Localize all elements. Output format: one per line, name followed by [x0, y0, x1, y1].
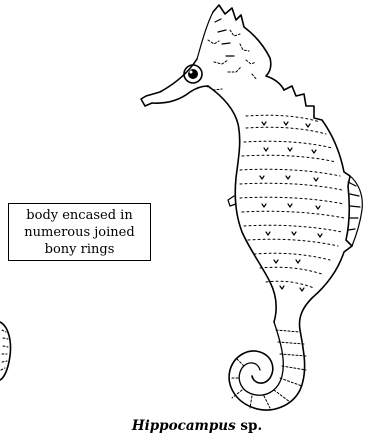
annotation-label: body encased in numerous joined bony rin…: [8, 203, 151, 261]
annotation-line-1: body encased in: [26, 207, 132, 224]
edge-specimen-texture: [1, 330, 8, 370]
seahorse-head-texture: [206, 30, 257, 90]
seahorse-head-outline: [213, 5, 284, 90]
seahorse-tail-inner: [239, 322, 283, 395]
seahorse-pupil: [188, 69, 198, 79]
edge-specimen-outline: [0, 322, 11, 380]
annotation-line-2: numerous joined: [24, 224, 134, 241]
seahorse-bony-rings: [240, 115, 344, 288]
caption-suffix: sp.: [236, 418, 262, 434]
seahorse-ring-tubercles: [260, 122, 322, 291]
seahorse-crown-spines: [197, 12, 234, 59]
annotation-line-3: bony rings: [45, 241, 115, 258]
species-caption: Hippocampus sp.: [0, 418, 370, 434]
caption-genus: Hippocampus: [132, 418, 236, 434]
